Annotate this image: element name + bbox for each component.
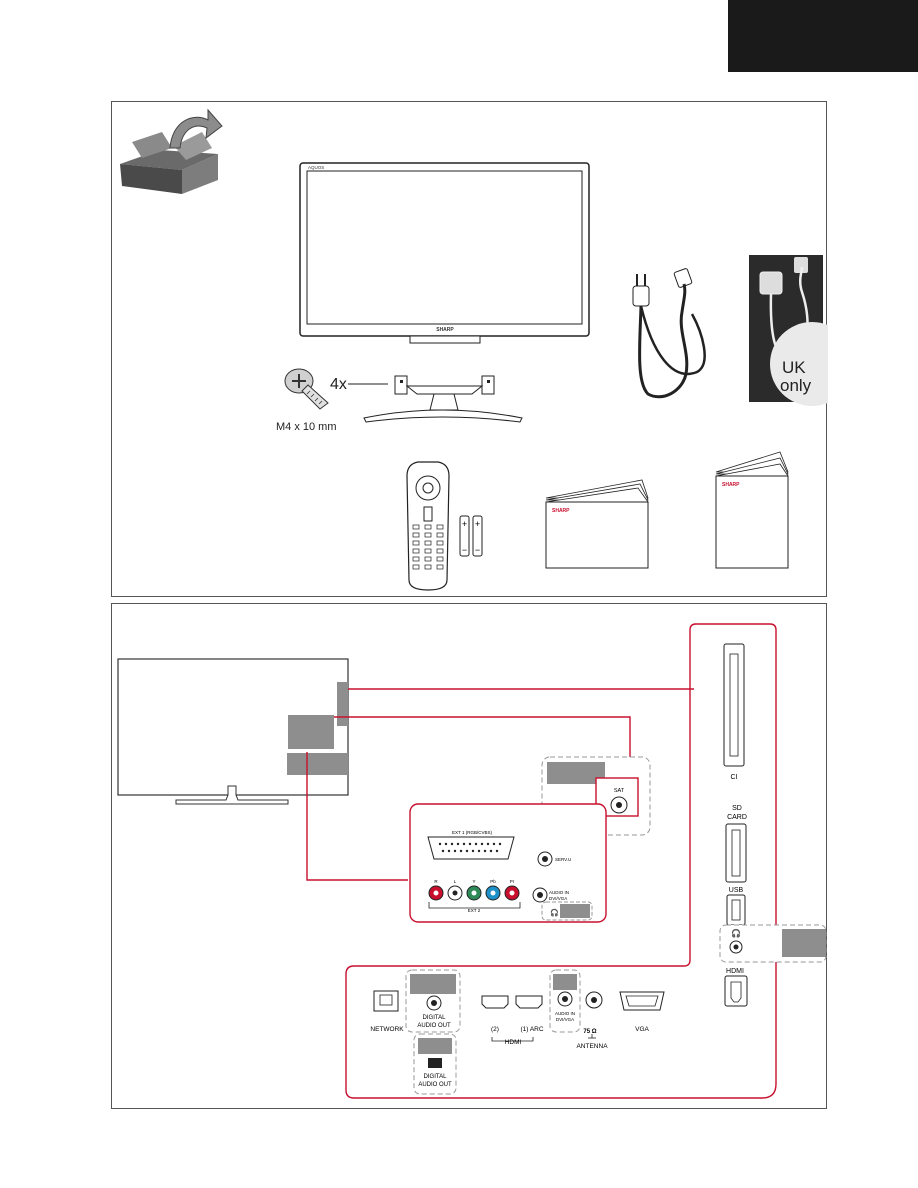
- digital-label-1: DIGITAL: [423, 1015, 447, 1021]
- usb-label: USB: [729, 887, 744, 894]
- ohm-label: 75 Ω: [583, 1029, 596, 1035]
- optical-label-2: AUDIO OUT: [418, 1082, 452, 1088]
- antenna-label: ANTENNA: [576, 1043, 608, 1050]
- ci-label: CI: [731, 774, 738, 781]
- sd-label-2: CARD: [727, 814, 747, 821]
- vga-port: [619, 991, 665, 1011]
- rear-audio-in-1: AUDIO IN: [549, 890, 569, 895]
- hdmi-label: HDMI: [505, 1039, 522, 1046]
- bottom-audio-in-2: DVI/VGA: [556, 1017, 574, 1022]
- operation-manual-icon: [545, 479, 649, 569]
- bottom-audio-in-1: AUDIO IN: [555, 1011, 575, 1016]
- connections-panel: CI SD CARD USB 🎧 HDMI SAT: [111, 603, 827, 1109]
- component-label-y: Y: [472, 879, 475, 884]
- booklet-brand: SHARP: [722, 482, 740, 488]
- uk-label: UK: [782, 358, 806, 377]
- screw-icon: [284, 368, 329, 410]
- hdmi1-label: (1) ARC: [520, 1026, 543, 1033]
- rear-audio-in-2: DVI/VGA: [549, 896, 567, 901]
- manual-brand: SHARP: [552, 508, 570, 514]
- ext1-label: EXT 1 (RGB/CVBS): [452, 830, 492, 835]
- svg-text:+: +: [475, 519, 480, 529]
- digital-audio-out-optical: [413, 1033, 457, 1095]
- uk-cable-box: [749, 255, 828, 406]
- usb-port: [726, 894, 746, 926]
- booklet-icon: [715, 451, 789, 569]
- tv-brand-label: SHARP: [436, 327, 454, 333]
- hdmi2-label: (2): [491, 1026, 499, 1033]
- svg-text:−: −: [462, 545, 467, 555]
- component-label-pb: Pb: [490, 879, 496, 884]
- stand-icon: [363, 375, 523, 423]
- sat-label: SAT: [614, 788, 625, 794]
- network-port: [373, 990, 399, 1012]
- accessories-drawing: AQUOS SHARP 4x M4 x 10 mm UK only: [120, 108, 828, 591]
- svg-text:🎧: 🎧: [550, 908, 559, 917]
- svg-text:+: +: [462, 519, 467, 529]
- only-label: only: [780, 376, 812, 395]
- component-label-r: R: [434, 879, 438, 884]
- connections-drawing: CI SD CARD USB 🎧 HDMI SAT: [117, 623, 827, 1099]
- open-box-icon: [120, 108, 223, 194]
- tv-logo: AQUOS: [308, 165, 324, 170]
- component-label-pr: Pr: [510, 879, 515, 884]
- batteries-icon: + + − −: [459, 515, 483, 557]
- network-label: NETWORK: [370, 1026, 404, 1033]
- hdmi-rear-ports: [481, 995, 543, 1042]
- component-label-l: L: [454, 879, 457, 884]
- ci-slot: [723, 643, 745, 767]
- tv-back: [117, 658, 349, 805]
- sd-label-1: SD: [732, 805, 742, 812]
- ext2-label: EXT 2: [468, 908, 481, 913]
- remote-control-icon: [406, 461, 450, 591]
- servu-label: SERV.U: [555, 857, 571, 862]
- audio-in-rear: [549, 969, 581, 1033]
- corner-tab: [728, 0, 918, 72]
- digital-label-2: AUDIO OUT: [417, 1023, 451, 1029]
- accessories-panel: AQUOS SHARP 4x M4 x 10 mm UK only: [111, 101, 828, 597]
- svg-text:−: −: [475, 545, 480, 555]
- screw-count: 4x: [330, 376, 347, 393]
- antenna-port: [585, 991, 603, 1039]
- svg-text:🎧: 🎧: [731, 928, 741, 938]
- screw-size: M4 x 10 mm: [276, 421, 337, 433]
- power-cable-icon: [632, 268, 706, 399]
- component-labels: R L Y Pb Pr: [434, 879, 514, 884]
- vga-label: VGA: [635, 1026, 649, 1033]
- sd-card-slot: [725, 823, 747, 883]
- hdmi-side-label: HDMI: [726, 968, 744, 975]
- optical-label-1: DIGITAL: [424, 1074, 448, 1080]
- digital-audio-out-coax: [405, 969, 461, 1033]
- rear-panel-group: 🎧: [409, 803, 607, 923]
- headphone-side: 🎧: [719, 924, 827, 963]
- hdmi-side-port: [724, 975, 748, 1007]
- tv-front: [299, 162, 590, 344]
